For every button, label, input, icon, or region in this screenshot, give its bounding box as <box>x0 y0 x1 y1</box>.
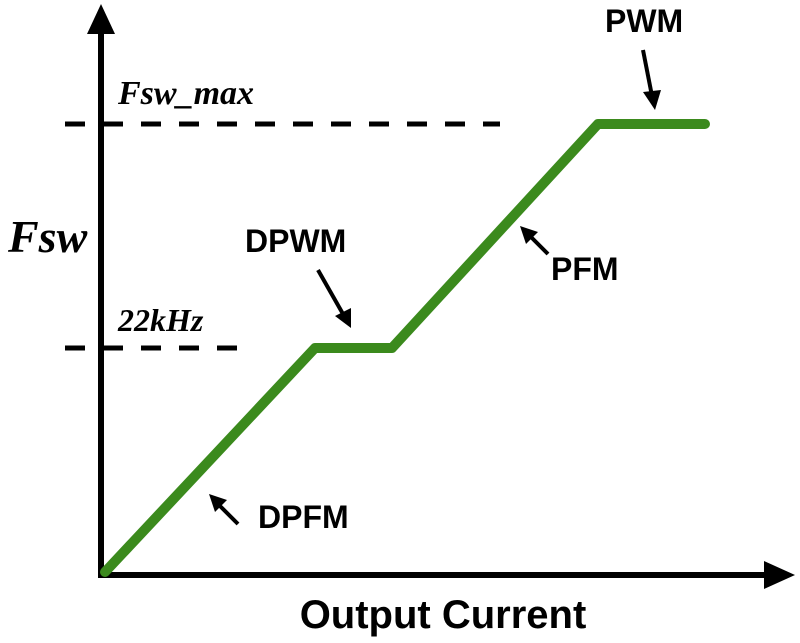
dpwm-arrowhead <box>335 308 351 328</box>
pwm-arrow <box>641 49 654 97</box>
dpwm-arrow <box>316 269 345 315</box>
y-axis-arrowhead <box>87 4 115 34</box>
dpwm-label: DPWM <box>245 223 346 259</box>
callout-arrows <box>209 49 661 526</box>
fsw-max-label: Fsw_max <box>117 75 254 112</box>
dpfm-arrow <box>218 504 240 526</box>
dpfm-arrowhead <box>209 494 227 512</box>
pfm-arrow <box>529 235 550 256</box>
pwm-arrowhead <box>643 90 661 110</box>
pfm-arrowhead <box>520 226 538 244</box>
pwm-label: PWM <box>605 3 683 39</box>
x-axis-arrowhead <box>764 561 795 589</box>
x-axis-label: Output Current <box>300 593 587 637</box>
axes <box>87 4 795 589</box>
pfm-label: PFM <box>551 251 619 287</box>
low-freq-label: 22kHz <box>117 302 204 338</box>
mode-curve <box>100 119 710 577</box>
dpfm-label: DPFM <box>258 499 349 535</box>
y-axis-label: Fsw <box>7 211 88 262</box>
